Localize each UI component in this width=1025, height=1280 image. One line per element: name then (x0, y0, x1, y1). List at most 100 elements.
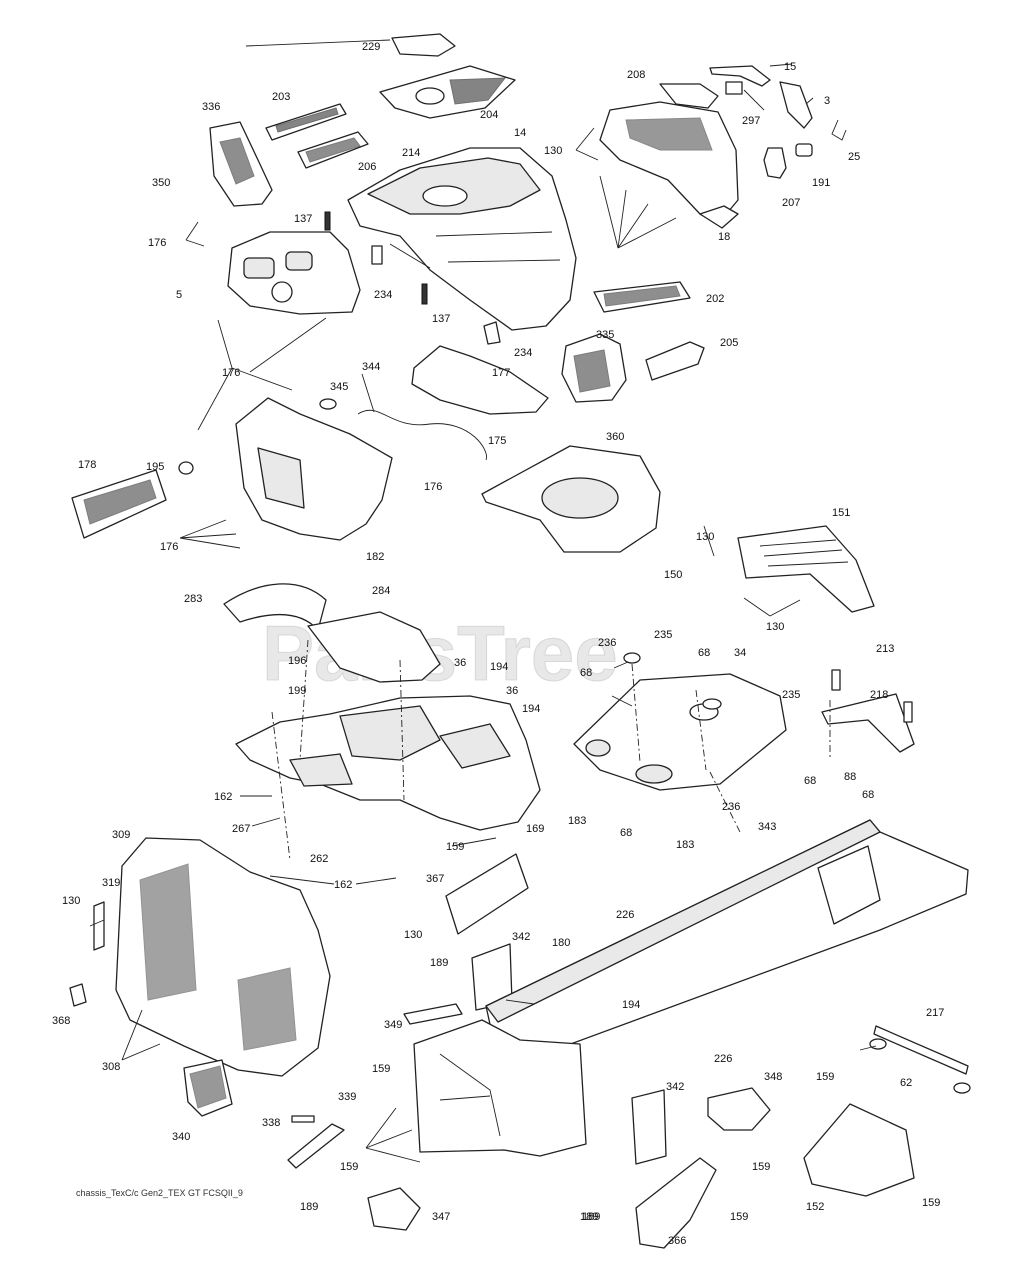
callout-3: 3 (824, 95, 830, 107)
part-206-slots (305, 137, 361, 163)
callout-205: 205 (720, 337, 738, 349)
callout-159-upper: 159 (446, 841, 464, 853)
part-235-bushing-upper (623, 652, 641, 664)
part-348-cover (707, 1087, 771, 1131)
callout-25: 25 (848, 151, 860, 163)
part-37-foot-right (439, 723, 511, 769)
part-235-bushing-lower (702, 698, 722, 710)
callout-345: 345 (330, 381, 348, 393)
callout-159-mid-right: 159 (752, 1161, 770, 1173)
part-151-ribs (759, 539, 849, 567)
part-130-grille-slots (625, 117, 713, 151)
callout-344: 344 (362, 361, 380, 373)
part-218-bracket (821, 693, 915, 753)
callout-235-lower: 235 (782, 689, 800, 701)
callout-202: 202 (706, 293, 724, 305)
part-347-bracket (367, 1187, 421, 1231)
callout-68-upper-right: 68 (698, 647, 710, 659)
part-front-plate-detail (439, 1053, 501, 1137)
callout-162-lower: 162 (334, 879, 352, 891)
part-204-opening (415, 87, 445, 105)
part-349-plate (403, 1003, 463, 1025)
callout-195: 195 (146, 461, 164, 473)
callout-360: 360 (606, 431, 624, 443)
part-151-bracket (737, 525, 875, 613)
part-339-lever (287, 1123, 345, 1169)
part-204-grille (449, 77, 507, 105)
callout-308: 308 (102, 1061, 120, 1073)
part-34-hole-left (585, 739, 611, 757)
part-14-hood-top (367, 157, 541, 215)
callout-236-upper: 236 (598, 637, 616, 649)
leader-lines (89, 39, 877, 1163)
callout-176-mid: 176 (222, 367, 240, 379)
callout-218: 218 (870, 689, 888, 701)
callout-319: 319 (102, 877, 120, 889)
part-15-trim (709, 65, 771, 87)
callout-159-front: 159 (372, 1063, 390, 1075)
callout-180: 180 (552, 937, 570, 949)
callout-130-bottom: 130 (404, 929, 422, 941)
callout-15: 15 (784, 61, 796, 73)
callout-336: 336 (202, 101, 220, 113)
callout-208: 208 (627, 69, 645, 81)
part-213-bolt-right (903, 701, 913, 723)
part-5-gauge-right (285, 251, 313, 271)
callout-151: 151 (832, 507, 850, 519)
part-5-dash-panel (227, 231, 361, 315)
callout-203: 203 (272, 91, 290, 103)
callout-36-upper: 36 (454, 657, 466, 669)
callout-348: 348 (764, 1071, 782, 1083)
callout-176-right: 176 (424, 481, 442, 493)
callout-130-top: 130 (544, 145, 562, 157)
part-5-gauge-left (243, 257, 275, 279)
callout-68-right: 68 (804, 775, 816, 787)
part-284-seat-cover (307, 611, 441, 683)
part-344-cable (357, 409, 487, 461)
callout-196: 196 (288, 655, 306, 667)
callout-235-upper: 235 (654, 629, 672, 641)
part-175-dash-bracket (411, 345, 549, 415)
part-309-front-frame (115, 837, 331, 1077)
callout-350: 350 (152, 177, 170, 189)
callout-349: 349 (384, 1019, 402, 1031)
callout-189-left: 189 (300, 1201, 318, 1213)
part-319-rod (93, 901, 105, 951)
callout-labels: 229 15 208 3 297 336 203 204 14 130 25 2… (52, 41, 944, 1247)
part-342-bracket-lower (631, 1089, 667, 1165)
callout-236-lower: 236 (722, 801, 740, 813)
part-229-hood-cap (391, 33, 456, 57)
callout-217: 217 (926, 1007, 944, 1019)
part-37-seat-area (339, 705, 441, 761)
callout-234-lower: 234 (514, 347, 532, 359)
part-18-bumper-lower (699, 205, 739, 229)
part-3-bracket (779, 81, 813, 129)
callout-189-upper: 189 (430, 957, 448, 969)
part-203-slots (275, 107, 339, 133)
part-335-mesh (573, 349, 611, 393)
part-180-rail-top (485, 819, 881, 1023)
callout-189-lower: 189 (580, 1211, 598, 1223)
part-62-bushing-left (869, 1038, 887, 1050)
footer-reference: chassis_TexC/c Gen2_TEX GT FCSQII_9 (76, 1188, 243, 1198)
callout-339: 339 (338, 1091, 356, 1103)
callout-347: 347 (432, 1211, 450, 1223)
callout-342-lower: 342 (666, 1081, 684, 1093)
callout-199: 199 (288, 685, 306, 697)
part-283-fender (223, 583, 327, 631)
part-208-lens (659, 83, 719, 109)
callout-194-mid: 194 (522, 703, 540, 715)
callout-213: 213 (876, 643, 894, 655)
part-309-grille-mesh (139, 863, 197, 1001)
callout-335: 335 (596, 329, 614, 341)
part-5-ignition (271, 281, 293, 303)
part-297-clip (725, 81, 743, 95)
part-366-bracket (635, 1157, 717, 1249)
part-182-panel (257, 447, 305, 509)
callout-367: 367 (426, 873, 444, 885)
callout-152: 152 (806, 1201, 824, 1213)
callout-176-top: 176 (148, 237, 166, 249)
callout-366: 366 (668, 1235, 686, 1247)
callout-297: 297 (742, 115, 760, 127)
callout-177: 177 (492, 367, 510, 379)
